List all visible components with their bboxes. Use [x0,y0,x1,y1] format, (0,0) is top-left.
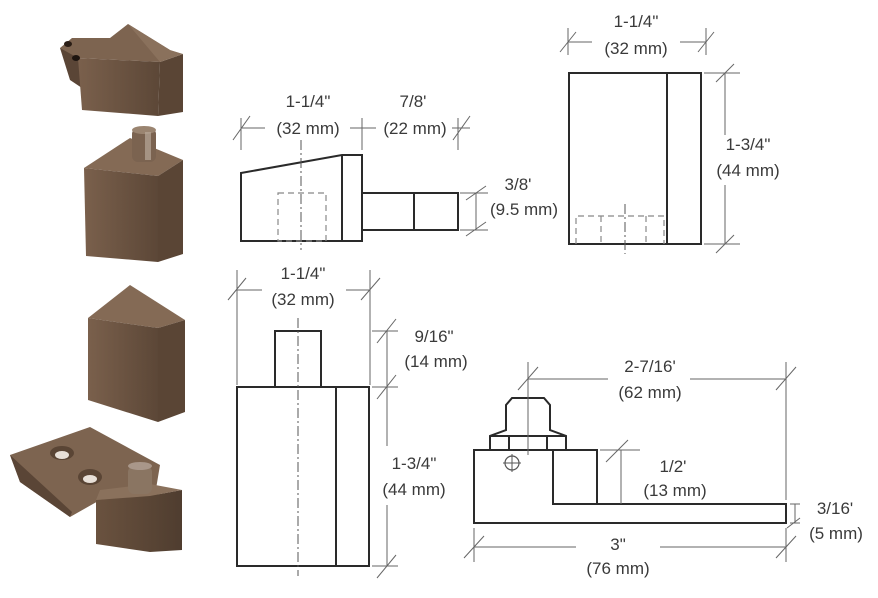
d1-arm-height-in: 3/8' [505,175,532,194]
d1-width-in: 1-1/4" [286,92,331,111]
d1-arm-height-mm: (9.5 mm) [490,200,558,219]
d4-plate-in: 3/16' [817,499,853,518]
d2-width-in: 1-1/4" [614,12,659,31]
drawing-bottom-pivot-front [227,270,398,579]
d3-width-in: 1-1/4" [281,264,326,283]
d1-arm-mm: (22 mm) [383,119,446,138]
d4-offset-mm: (62 mm) [618,383,681,402]
d1-width-mm: (32 mm) [276,119,339,138]
d3-width-mm: (32 mm) [271,290,334,309]
d2-height-mm: (44 mm) [716,161,779,180]
d1-arm-in: 7/8' [400,92,427,111]
d2-height-in: 1-3/4" [726,135,771,154]
d4-plate-mm: (5 mm) [809,524,863,543]
drawing-top-pivot-front [559,28,740,254]
drawing-top-pivot-side [232,115,488,250]
d3-height-mm: (44 mm) [382,480,445,499]
bottom-pivot-block-photo [88,285,185,422]
bottom-pivot-plate-photo [10,427,182,552]
top-pivot-pin-photo [84,126,183,262]
drawing-bottom-pivot-side [463,362,801,562]
d3-pin-mm: (14 mm) [404,352,467,371]
d3-height-in: 1-3/4" [392,454,437,473]
d4-length-in: 3" [610,535,626,554]
d3-pin-in: 9/16" [414,327,453,346]
top-pivot-block-photo [60,24,183,116]
d4-length-mm: (76 mm) [586,559,649,578]
d4-block-mm: (13 mm) [643,481,706,500]
d2-width-mm: (32 mm) [604,39,667,58]
d4-offset-in: 2-7/16' [624,357,675,376]
d4-block-in: 1/2' [660,457,687,476]
